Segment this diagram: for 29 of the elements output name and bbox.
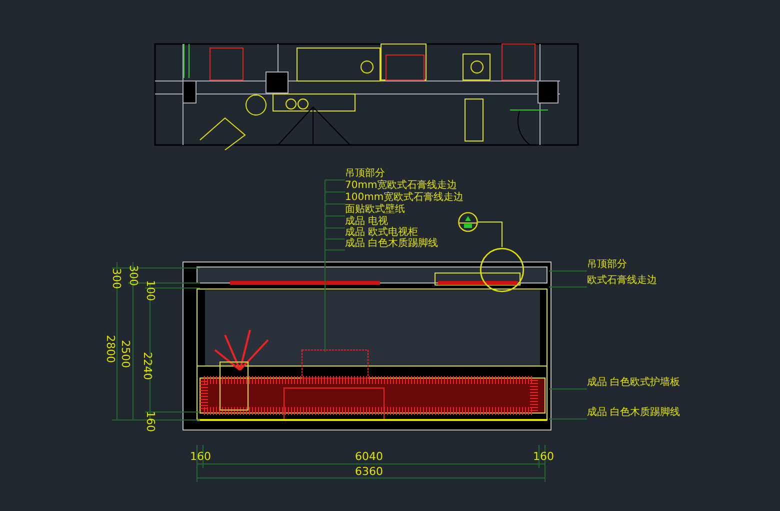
callout-text: 成品 白色木质踢脚线 [587, 407, 680, 419]
callout-text: 成品 电视 [345, 216, 388, 227]
leader-line [548, 286, 588, 288]
dimension-text: 160 [144, 411, 156, 432]
leader-line [478, 222, 502, 248]
leader-line [548, 418, 588, 420]
dimension-text: 2800 [104, 335, 116, 363]
callout-text: 成品 白色木质踢脚线 [345, 238, 438, 250]
dimension-text: 6360 [355, 466, 383, 478]
callout-text: 吊顶部分 [587, 259, 627, 271]
callout-text: 70mm宽欧式石膏线走边 [345, 180, 458, 192]
detail-callout-circle [479, 247, 525, 293]
dimension-text: 6040 [355, 451, 383, 463]
dimension-text: 2500 [119, 340, 131, 368]
callout-text: 成品 欧式电视柜 [345, 227, 418, 238]
leader-line [548, 388, 588, 390]
callout-text: 吊顶部分 [345, 168, 385, 180]
dimension-text: 2240 [141, 352, 153, 380]
dimension-text: 160 [190, 451, 211, 463]
detail-marker-icon [458, 212, 478, 232]
callout-text: 100mm宽欧式石膏线走边 [345, 192, 464, 204]
callout-text: 成品 白色欧式护墙板 [587, 377, 680, 389]
callout-text: 面贴欧式壁纸 [345, 204, 405, 216]
dimension-text: 300 [110, 268, 122, 289]
dimension-text: 300 [127, 265, 139, 286]
leader-line [548, 270, 588, 272]
dimension-text: 100 [144, 280, 156, 301]
callout-text: 欧式石膏线走边 [587, 275, 657, 287]
dimension-text: 160 [533, 451, 554, 463]
